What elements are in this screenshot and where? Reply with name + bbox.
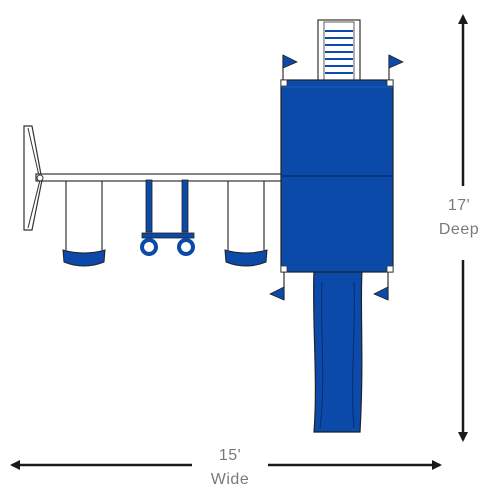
depth-dimension-label: 17' Deep xyxy=(432,194,486,242)
flag-top-left xyxy=(282,54,298,84)
depth-unit: Deep xyxy=(438,221,480,238)
swing-beam xyxy=(35,173,287,182)
belt-swing-right xyxy=(224,181,268,267)
a-frame-leg xyxy=(23,125,43,231)
width-value: 15' xyxy=(218,447,242,464)
canopy-roof xyxy=(280,79,394,273)
depth-value: 17' xyxy=(447,197,471,214)
flag-top-right xyxy=(388,54,404,84)
width-unit: Wide xyxy=(210,471,250,488)
trapeze-bar xyxy=(140,179,195,256)
ladder xyxy=(317,19,361,83)
flag-bottom-right xyxy=(373,270,389,301)
slide xyxy=(312,269,363,433)
belt-swing-left xyxy=(62,181,106,267)
width-dimension-label: 15' Wide xyxy=(200,444,260,492)
beam-bracket xyxy=(36,174,44,182)
flag-bottom-left xyxy=(269,270,285,301)
